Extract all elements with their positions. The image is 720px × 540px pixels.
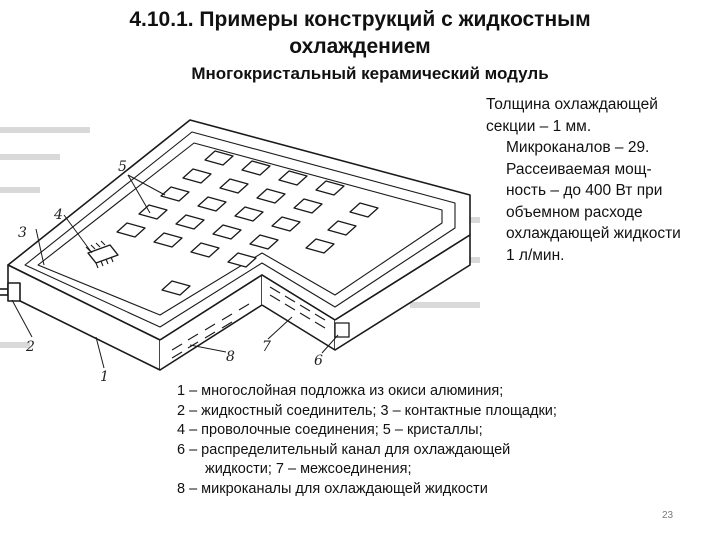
callout-2: 2 [25, 339, 35, 355]
page-number: 23 [662, 510, 674, 521]
callout-8: 8 [226, 349, 235, 365]
crystals [116, 150, 379, 296]
callout-5: 5 [118, 159, 127, 175]
callout-1: 1 [100, 369, 109, 385]
callout-7: 7 [262, 339, 271, 355]
distribution-channel [334, 322, 350, 338]
slide-subtitle: Многокристальный керамический модуль [191, 64, 549, 83]
microchannels [171, 286, 326, 359]
legend-line: жидкости; 7 – межсоединения; [205, 461, 412, 477]
title-line-2: охлаждением [289, 35, 431, 58]
callout-leaders [11, 174, 339, 369]
wire-bond-chip [85, 240, 119, 269]
spec-line: ность – до 400 Вт при [506, 182, 663, 199]
callout-6: 6 [314, 353, 323, 369]
figure-legend: 1 – многослойная подложка из окиси алюми… [177, 382, 657, 499]
title-line-1: 4.10.1. Примеры конструкций с жидкостным [129, 8, 591, 31]
contact-pad-frame [24, 131, 456, 328]
liquid-connector [0, 282, 21, 302]
slide-title: 4.10.1. Примеры конструкций с жидкостным… [60, 6, 660, 60]
callout-4: 4 [53, 207, 63, 223]
spec-line: 1 л/мин. [506, 246, 565, 264]
module-drawing: 5 4 3 2 8 7 6 1 [0, 119, 480, 385]
legend-line: 2 – жидкостный соединитель; 3 – контактн… [177, 402, 557, 419]
legend-line: 4 – проволочные соединения; 5 – кристалл… [177, 422, 483, 438]
legend-line: 1 – многослойная подложка из окиси алюми… [177, 383, 504, 399]
module-specs: Толщина охлаждающей секции – 1 мм. Микро… [486, 94, 718, 266]
spec-line: Толщина охлаждающей [486, 96, 658, 113]
spec-line: объемном расходе [506, 203, 643, 221]
callout-3: 3 [18, 225, 27, 241]
spec-line: секции – 1 мм. [486, 117, 592, 135]
legend-line: 8 – микроканалы для охлаждающей жидкости [177, 480, 488, 497]
legend-line: 6 – распределительный канал для охлаждаю… [177, 441, 511, 458]
spec-line: охлаждающей жидкости [506, 225, 681, 242]
spec-line: Рассеиваемая мощ- [506, 160, 652, 178]
spec-line: Микроканалов – 29. [506, 139, 650, 156]
